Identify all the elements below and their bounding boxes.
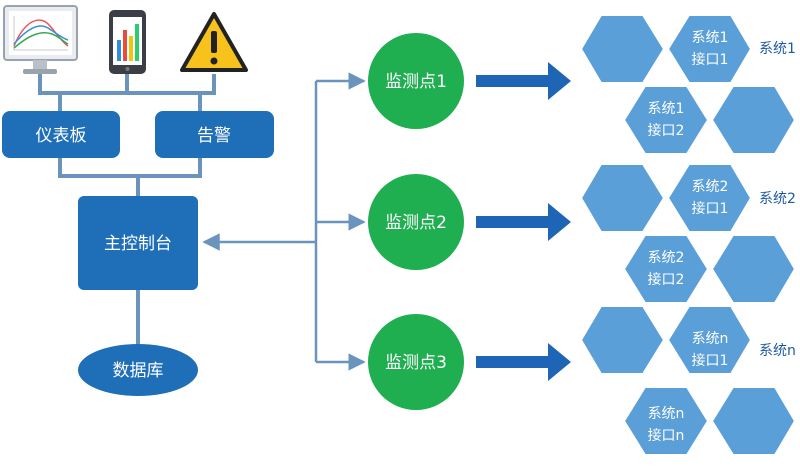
monitor-point-3-label: 监测点3 [385,353,447,373]
system-1-interface-1-line1: 系统1 [692,30,729,46]
system-1-side-label: 系统1 [759,41,796,57]
monitor-point-2-label: 监测点2 [385,213,447,233]
system-1-group [579,14,797,155]
hex-empty [710,85,797,155]
left-connectors [38,74,216,345]
system-n-interface-n-line2: 接口n [648,427,685,444]
dashboard-box[interactable]: 仪表板 [2,111,120,158]
hex-empty [710,386,797,456]
hex-empty [579,163,666,233]
flow-arrow-3 [476,343,571,381]
system-n-group [579,305,797,456]
hex-empty [579,305,666,375]
hex-system-1-interface-1 [666,14,753,84]
alert-box[interactable]: 告警 [155,111,274,158]
dashboard-label: 仪表板 [36,126,87,146]
system-1-interface-1-line2: 接口1 [692,51,729,68]
hex-system-n-interface-1 [666,305,753,375]
hex-system-n-interface-n [622,386,710,456]
hex-system-2-interface-1 [666,163,753,233]
system-2-interface-2-line1: 系统2 [648,250,685,266]
hex-system-2-interface-2 [622,234,710,304]
system-n-interface-n-line1: 系统n [648,406,685,422]
alert-label: 告警 [197,126,231,146]
phone-chart-icon [109,10,146,74]
system-n-side-label: 系统n [759,343,796,359]
flow-arrow-1 [476,62,571,100]
warning-triangle-icon [180,12,248,72]
monitor-point-1-label: 监测点1 [385,72,447,92]
hex-system-1-interface-2 [622,85,710,155]
system-2-side-label: 系统2 [759,191,796,207]
main-console-box[interactable]: 主控制台 [78,196,198,290]
monitor-connectors [202,72,366,371]
system-2-group [579,163,797,304]
hex-empty [579,14,666,84]
monitor-chart-icon [3,5,78,74]
monitor-point-3[interactable]: 监测点3 [368,314,464,410]
main-console-label: 主控制台 [104,234,172,254]
flow-arrow-2 [476,203,571,241]
system-n-interface-1-line1: 系统n [692,331,729,347]
database-cylinder[interactable]: 数据库 [78,344,198,396]
system-n-interface-1-line2: 接口1 [692,352,729,369]
flow-arrows [476,62,571,381]
system-2-interface-2-line2: 接口2 [648,271,685,288]
system-1-interface-2-line1: 系统1 [648,101,685,117]
monitor-point-1[interactable]: 监测点1 [368,33,464,129]
hex-empty [710,234,797,304]
monitor-point-2[interactable]: 监测点2 [368,174,464,270]
system-2-interface-1-line2: 接口1 [692,200,729,217]
database-label: 数据库 [113,361,164,381]
system-2-interface-1-line1: 系统2 [692,179,729,195]
system-1-interface-2-line2: 接口2 [648,122,685,139]
